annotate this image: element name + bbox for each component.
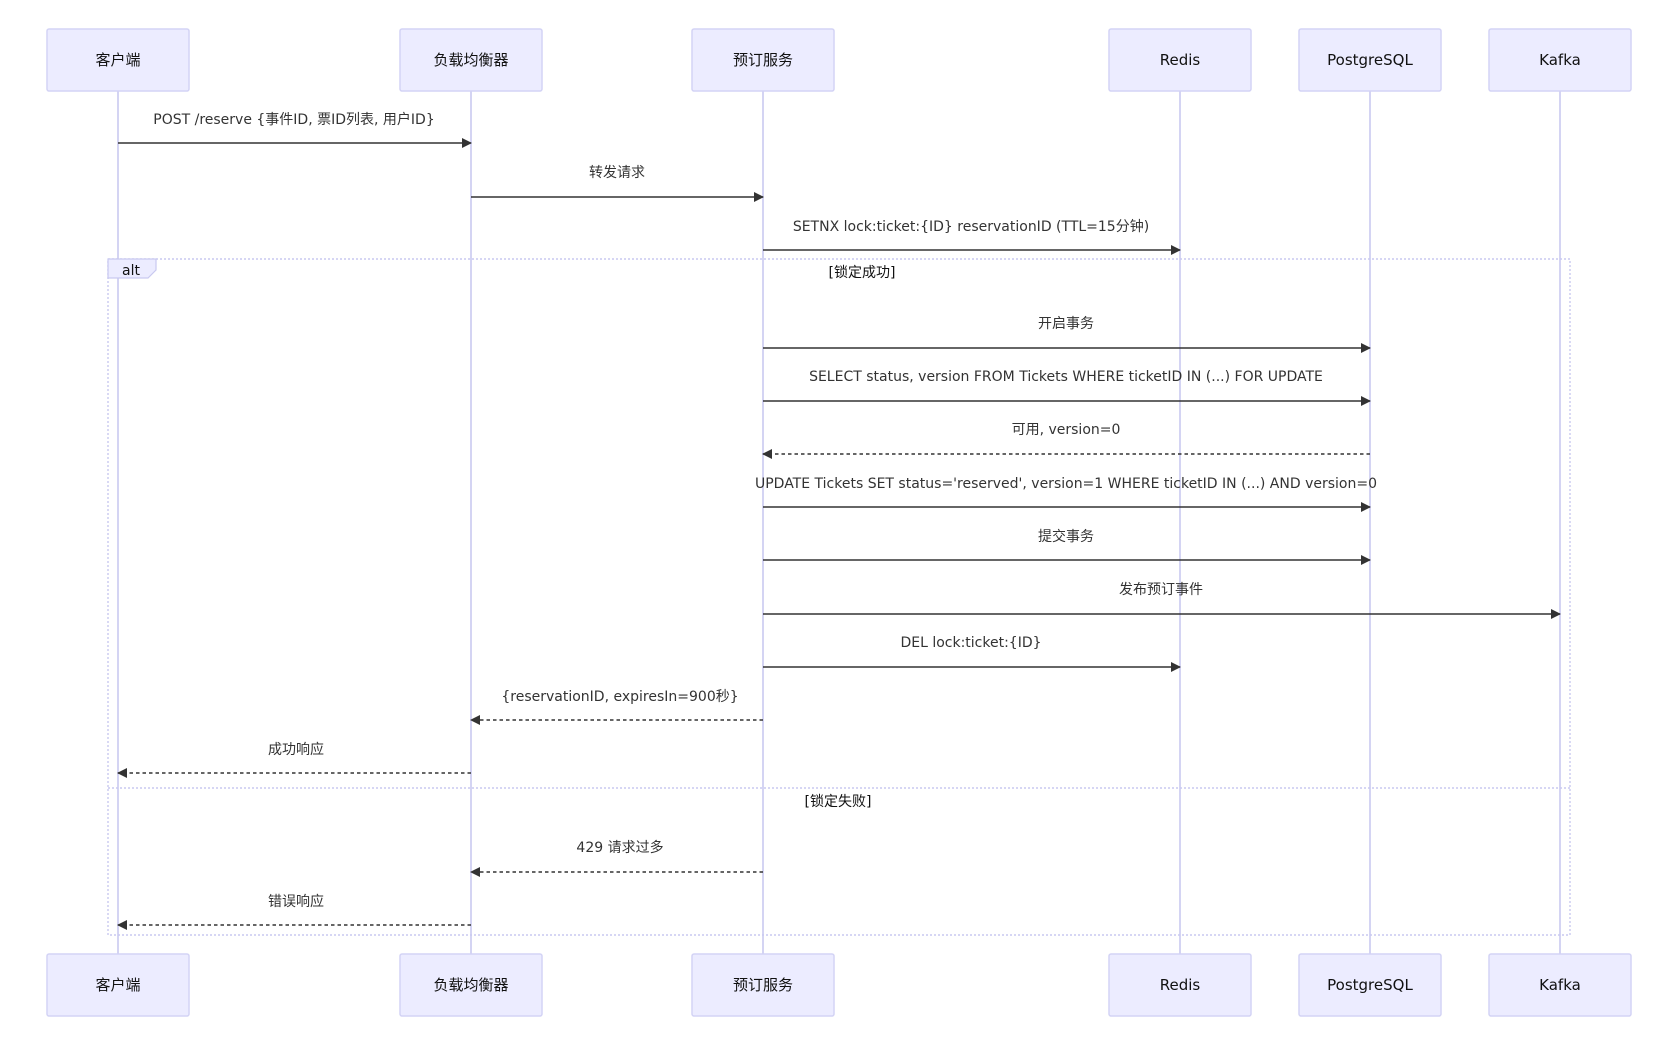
actors-bottom: 客户端 负载均衡器 预订服务 Redis PostgreSQL Kafka [46,953,1632,1017]
actor-postgresql-bottom: PostgreSQL [1298,953,1442,1017]
alt-frame-tab [107,258,157,279]
actor-load-balancer-top: 负载均衡器 [399,28,543,92]
actor-box [46,953,190,1017]
actor-label: 客户端 [95,51,140,69]
alt-frame: alt [锁定成功] [锁定失败] [107,258,1571,936]
actor-booking-service-bottom: 预订服务 [691,953,835,1017]
message-label: SETNX lock:ticket:{ID} reservationID (TT… [793,218,1149,235]
actor-redis-top: Redis [1108,28,1252,92]
actor-box [1108,28,1252,92]
alt-condition-failure: [锁定失败] [805,794,872,810]
actor-kafka-top: Kafka [1488,28,1632,92]
actor-box [46,28,190,92]
actor-label: 负载均衡器 [433,51,508,69]
message-label: DEL lock:ticket:{ID} [900,635,1041,651]
message-label: 429 请求过多 [576,839,663,856]
actor-kafka-bottom: Kafka [1488,953,1632,1017]
message-label: 成功响应 [268,741,324,758]
message-label: 发布预订事件 [1119,582,1203,598]
lifelines [117,91,1561,954]
alt-frame-border [107,258,1571,936]
actor-label: 客户端 [95,976,140,994]
actor-box [691,28,835,92]
alt-keyword: alt [122,263,140,279]
message-label: {reservationID, expiresIn=900秒} [501,689,738,705]
actor-box [1298,953,1442,1017]
message-label: 可用, version=0 [1012,422,1121,438]
actor-box [399,28,543,92]
actor-redis-bottom: Redis [1108,953,1252,1017]
message-label: 开启事务 [1038,316,1094,332]
actor-client-bottom: 客户端 [46,953,190,1017]
actor-booking-service-top: 预订服务 [691,28,835,92]
actor-box [1488,953,1632,1017]
actor-label: PostgreSQL [1327,976,1413,994]
actor-label: Redis [1160,51,1201,69]
message-label: 转发请求 [589,165,645,181]
messages: POST /reserve {事件ID, 票ID列表, 用户ID} 转发请求 S… [117,111,1561,930]
actor-box [1488,28,1632,92]
actor-label: Kafka [1539,976,1581,994]
message-label: POST /reserve {事件ID, 票ID列表, 用户ID} [153,111,434,128]
actor-label: PostgreSQL [1327,51,1413,69]
actor-postgresql-top: PostgreSQL [1298,28,1442,92]
alt-condition-success: [锁定成功] [829,265,896,281]
actor-label: 预订服务 [733,976,793,994]
actor-label: Redis [1160,976,1201,994]
actors-top: 客户端 负载均衡器 预订服务 Redis PostgreSQL Kafka [46,28,1632,92]
message-label: UPDATE Tickets SET status='reserved', ve… [755,476,1377,492]
actor-label: 预订服务 [733,51,793,69]
actor-load-balancer-bottom: 负载均衡器 [399,953,543,1017]
actor-box [691,953,835,1017]
actor-label: Kafka [1539,51,1581,69]
actor-box [1108,953,1252,1017]
message-label: 提交事务 [1038,528,1094,545]
actor-label: 负载均衡器 [433,976,508,994]
actor-box [1298,28,1442,92]
message-label: SELECT status, version FROM Tickets WHER… [809,369,1323,385]
message-label: 错误响应 [268,893,324,910]
actor-client-top: 客户端 [46,28,190,92]
actor-box [399,953,543,1017]
